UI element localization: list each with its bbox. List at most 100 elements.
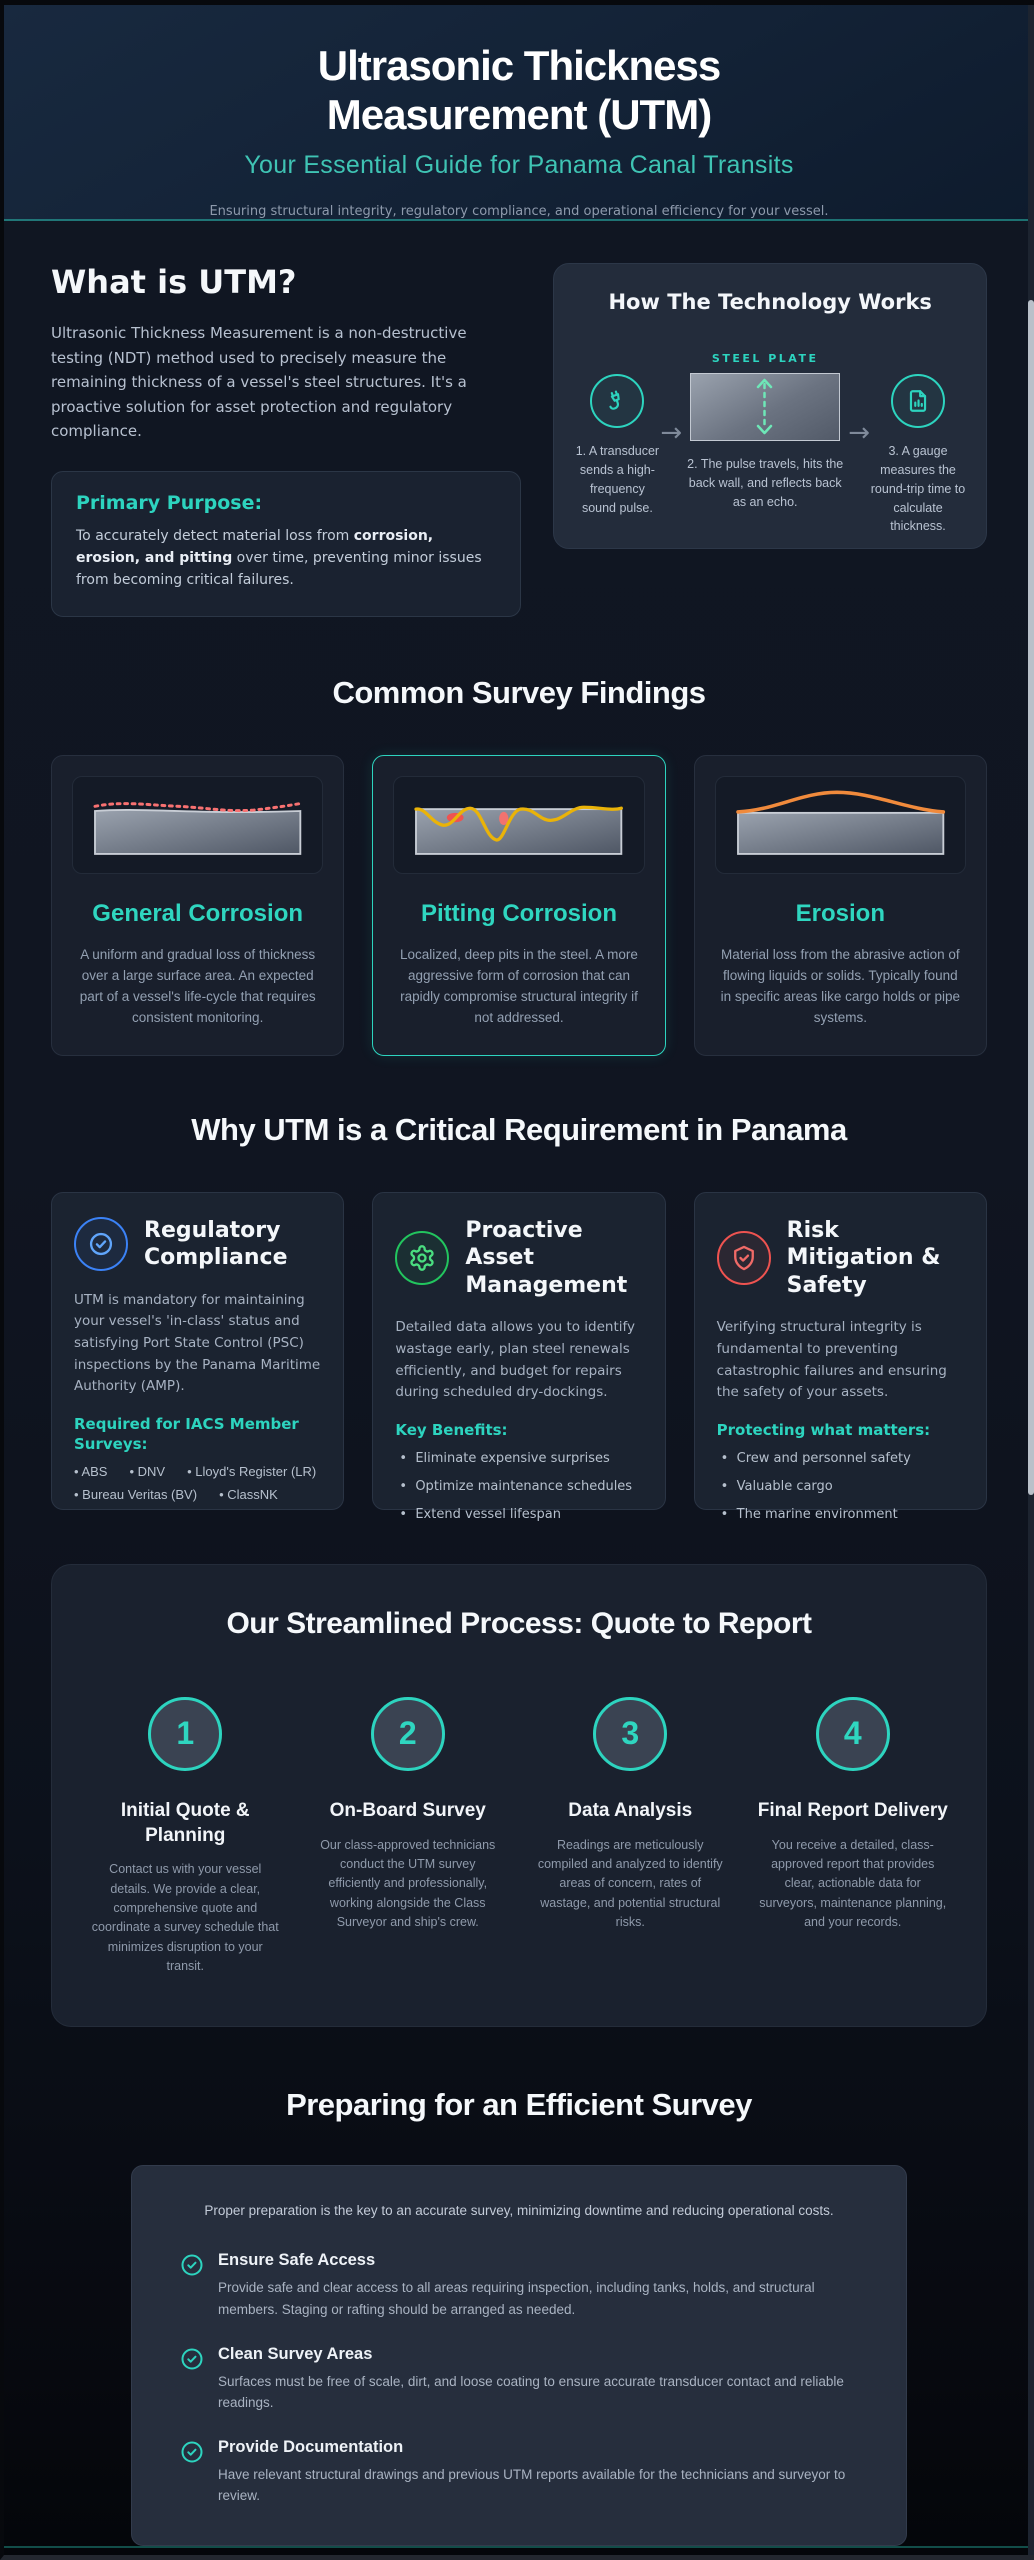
- process-title: Our Streamlined Process: Quote to Report: [226, 1606, 812, 1640]
- finding-text: Material loss from the abrasive action o…: [720, 946, 960, 1026]
- why-utm-cards: Regulatory Compliance UTM is mandatory f…: [4, 1191, 1034, 1524]
- why-card-body: Detailed data allows you to identify was…: [395, 1319, 636, 1401]
- erosion-diagram: [714, 775, 966, 874]
- process-step-title: Final Report Delivery: [757, 1799, 948, 1821]
- scrollbar-thumb[interactable]: [1028, 300, 1034, 1495]
- pulse-echo-arrow-icon: [756, 379, 773, 435]
- finding-text: A uniform and gradual loss of thickness …: [79, 946, 316, 1026]
- gear-icon: [395, 1231, 450, 1286]
- why-card-title: Regulatory Compliance: [144, 1217, 288, 1271]
- why-card-header: Risk Mitigation & Safety: [716, 1217, 964, 1300]
- pitting-corrosion-plate-icon: [414, 805, 624, 855]
- prep-item-title: Clean Survey Areas: [218, 2344, 373, 2363]
- prep-item-title: Ensure Safe Access: [218, 2251, 376, 2270]
- why-card-body: Verifying structural integrity is fundam…: [716, 1319, 947, 1401]
- class-societies-row: ABS DNV Lloyd's Register (LR): [74, 1464, 321, 1479]
- why-card-title: Risk Mitigation & Safety: [786, 1217, 941, 1298]
- why-card-proactive-asset-management: Proactive Asset Management Detailed data…: [372, 1191, 666, 1524]
- process-steps: 1 Initial Quote & Planning Contact us wi…: [86, 1696, 953, 1977]
- finding-text: Localized, deep pits in the steel. A mor…: [400, 946, 638, 1026]
- process-step-1: 1 Initial Quote & Planning Contact us wi…: [86, 1696, 285, 1977]
- page-title: Ultrasonic Thickness Measurement (UTM): [317, 42, 721, 139]
- check-circle-icon: [180, 2251, 204, 2320]
- why-card-regulatory-compliance: Regulatory Compliance UTM is mandatory f…: [51, 1191, 345, 1510]
- steel-plate-label: STEEL PLATE: [711, 352, 819, 366]
- finding-title: Pitting Corrosion: [421, 899, 617, 927]
- process-step-title: Initial Quote & Planning: [120, 1799, 250, 1846]
- section-survey-findings: Common Survey Findings General Corrosion…: [4, 675, 1034, 1056]
- process-step-title: Data Analysis: [568, 1799, 693, 1821]
- finding-title: General Corrosion: [92, 899, 304, 927]
- step-number-circle: 1: [148, 1696, 223, 1771]
- file-chart-icon: [909, 390, 927, 413]
- pitting-corrosion-diagram: [393, 775, 645, 874]
- why-card-body: UTM is mandatory for maintaining your ve…: [74, 1291, 321, 1395]
- shield-check-icon: [716, 1231, 771, 1286]
- arrow-right-icon: →: [848, 418, 870, 449]
- tech-step-2: STEEL PLATE 2. The pulse travels, hits t…: [682, 340, 848, 511]
- society-item: DNV: [129, 1464, 165, 1479]
- primary-purpose-prefix: To accurately detect material loss from: [76, 528, 354, 545]
- finding-title: Erosion: [795, 899, 885, 927]
- how-it-works-title: How The Technology Works: [608, 290, 932, 315]
- prep-item-clean-areas: Clean Survey Areas Surfaces must be free…: [180, 2345, 858, 2414]
- process-step-text: Our class-approved technicians conduct t…: [320, 1837, 496, 1930]
- process-step-text: You receive a detailed, class-approved r…: [759, 1837, 947, 1930]
- process-step-text: Readings are meticulously compiled and a…: [537, 1837, 723, 1930]
- step-number-circle: 2: [370, 1696, 445, 1771]
- primary-purpose-text: To accurately detect material loss from …: [76, 526, 496, 591]
- section-process-panel: Our Streamlined Process: Quote to Report…: [51, 1563, 987, 2028]
- society-item: ClassNK: [219, 1487, 278, 1502]
- footer: panamashipservice.com Your Local Expert …: [4, 2545, 1034, 2555]
- tech-step-1-text: 1. A transducer sends a high-frequency s…: [575, 444, 660, 515]
- step-number: 3: [621, 1715, 640, 1752]
- benefit-item: Optimize maintenance schedules: [395, 1478, 642, 1497]
- header-tagline: Ensuring structural integrity, regulator…: [209, 204, 829, 220]
- primary-purpose-card: Primary Purpose: To accurately detect ma…: [51, 471, 522, 617]
- what-is-utm-text-column: What is UTM? Ultrasonic Thickness Measur…: [51, 263, 522, 617]
- prep-item-content: Ensure Safe Access Provide safe and clea…: [218, 2251, 858, 2320]
- process-step-text: Contact us with your vessel details. We …: [91, 1862, 279, 1974]
- survey-findings-title: Common Survey Findings: [332, 674, 706, 710]
- benefit-item: Extend vessel lifespan: [395, 1506, 642, 1525]
- general-corrosion-diagram: [72, 775, 324, 874]
- why-card-title: Proactive Asset Management: [465, 1217, 628, 1298]
- step-number-circle: 4: [815, 1696, 890, 1771]
- step-number: 1: [176, 1715, 195, 1752]
- tech-step-3: 3. A gauge measures the round-trip time …: [870, 340, 966, 536]
- process-step-title: On-Board Survey: [329, 1799, 486, 1821]
- preparing-intro: Proper preparation is the key to an accu…: [204, 2203, 834, 2219]
- why-utm-title: Why UTM is a Critical Requirement in Pan…: [191, 1111, 847, 1147]
- tech-step-1: 1. A transducer sends a high-frequency s…: [574, 340, 660, 517]
- primary-purpose-suffix: over time, preventing minor issues from …: [76, 550, 482, 588]
- class-societies-row: Bureau Veritas (BV) ClassNK: [74, 1487, 321, 1502]
- protect-item: The marine environment: [717, 1506, 964, 1525]
- prep-item-content: Clean Survey Areas Surfaces must be free…: [218, 2345, 858, 2414]
- why-card-subheading: Key Benefits:: [395, 1420, 508, 1439]
- erosion-plate-icon: [735, 790, 945, 855]
- process-step-3: 3 Data Analysis Readings are meticulousl…: [531, 1696, 730, 1977]
- transducer-icon-circle: [590, 374, 645, 429]
- check-circle-icon: [74, 1217, 128, 1272]
- finding-card-erosion: Erosion Material loss from the abrasive …: [693, 754, 987, 1056]
- primary-purpose-title: Primary Purpose:: [76, 492, 263, 515]
- protecting-list: Crew and personnel safety Valuable cargo…: [717, 1450, 964, 1525]
- class-societies-list: ABS DNV Lloyd's Register (LR) Bureau Ver…: [74, 1464, 321, 1502]
- why-card-subheading: Protecting what matters:: [716, 1420, 931, 1439]
- primary-purpose-highlight: corrosion, erosion, and pitting: [76, 528, 434, 567]
- why-card-header: Proactive Asset Management: [395, 1217, 642, 1300]
- prep-item-text: Have relevant structural drawings and pr…: [218, 2466, 846, 2504]
- step-number-circle: 3: [593, 1696, 668, 1771]
- arrow-right-icon: →: [660, 418, 683, 449]
- prep-item-text: Provide safe and clear access to all are…: [218, 2280, 815, 2317]
- step-number: 2: [398, 1715, 417, 1752]
- tech-step-3-text: 3. A gauge measures the round-trip time …: [870, 444, 966, 534]
- key-benefits-list: Eliminate expensive surprises Optimize m…: [395, 1450, 642, 1525]
- header: Ultrasonic Thickness Measurement (UTM) Y…: [4, 5, 1034, 222]
- society-item: Bureau Veritas (BV): [74, 1487, 197, 1502]
- tech-step-2-text: 2. The pulse travels, hits the back wall…: [687, 457, 844, 509]
- what-is-utm-paragraph: Ultrasonic Thickness Measurement is a no…: [51, 324, 467, 440]
- process-step-4: 4 Final Report Delivery You receive a de…: [754, 1696, 953, 1977]
- section-preparing: Preparing for an Efficient Survey Proper…: [4, 2087, 1034, 2546]
